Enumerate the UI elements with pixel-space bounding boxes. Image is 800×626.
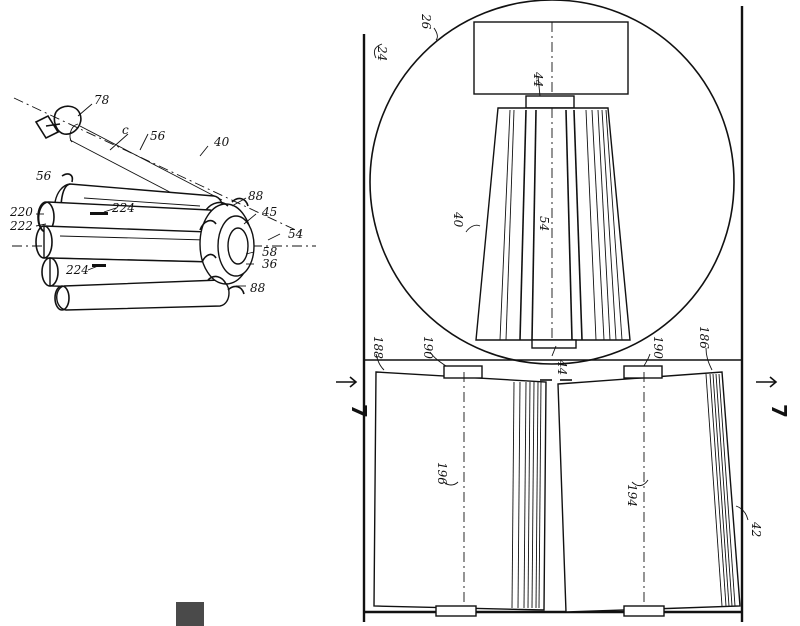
section-label-left: 7 <box>347 404 371 418</box>
label-224-lower: 224 <box>65 263 89 277</box>
label-42: 42 <box>749 521 763 537</box>
label-186: 186 <box>697 326 711 349</box>
label-56-roller: 56 <box>36 169 52 183</box>
label-188: 188 <box>371 336 385 359</box>
label-54-plan: 54 <box>537 216 551 231</box>
section-label-right: 7 <box>767 404 791 418</box>
section-marker-left: 7 <box>336 376 371 418</box>
label-190-right: 190 <box>651 336 665 359</box>
scan-artifact <box>176 602 204 626</box>
roller-188 <box>373 365 547 617</box>
label-88-lower: 88 <box>250 281 266 295</box>
label-220: 220 <box>9 205 33 219</box>
label-c: c <box>122 123 129 137</box>
gear-hub <box>199 197 255 295</box>
label-24: 24 <box>375 45 389 61</box>
motor-housing <box>473 21 629 95</box>
central-roller <box>35 225 211 263</box>
label-26: 26 <box>419 13 433 30</box>
label-196: 196 <box>435 462 449 485</box>
plan-view: 7 7 24 26 44 40 54 44 188 190 190 186 19… <box>336 0 791 622</box>
label-40-plan: 40 <box>451 211 465 228</box>
perspective-roller-assembly: 78 c 56 40 56 88 45 54 220 222 224 58 36… <box>9 93 316 311</box>
label-45: 45 <box>261 205 277 219</box>
label-224-upper: 224 <box>111 201 135 215</box>
roller-186 <box>557 365 741 617</box>
axis-line-upper <box>13 97 301 233</box>
label-194: 194 <box>625 484 639 507</box>
label-44-top: 44 <box>531 71 545 87</box>
label-36: 36 <box>262 257 278 271</box>
section-marker-right: 7 <box>756 376 791 418</box>
label-78: 78 <box>94 93 110 107</box>
label-222: 222 <box>9 219 33 233</box>
label-40-perspective: 40 <box>213 135 230 149</box>
label-44-bottom: 44 <box>555 359 569 375</box>
label-56-upper: 56 <box>150 129 166 143</box>
tapered-roller-bundle <box>475 107 631 346</box>
detail-circle <box>369 0 735 365</box>
upper-hub <box>525 95 575 109</box>
lower-hub <box>531 339 577 349</box>
label-190-left: 190 <box>421 336 435 359</box>
label-58: 58 <box>262 245 278 259</box>
label-88-upper: 88 <box>248 189 264 203</box>
label-54-perspective: 54 <box>288 227 303 241</box>
